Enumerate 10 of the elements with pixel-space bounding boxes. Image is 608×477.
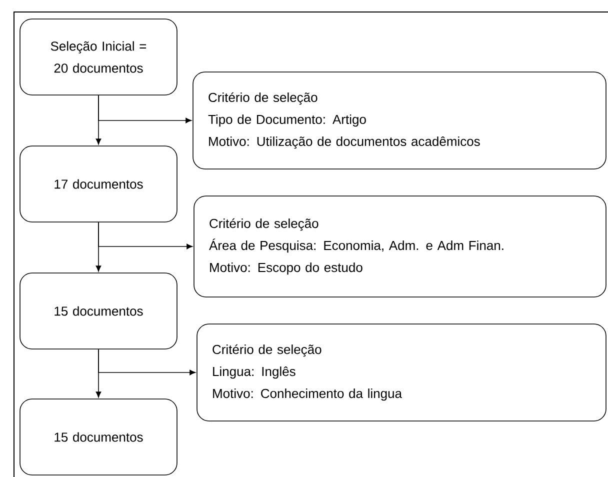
process-box: 17 documentos [20, 146, 178, 222]
process-box: 15 documentos [20, 398, 178, 476]
process-box: Seleção Inicial = 20 documentos [20, 18, 178, 96]
arrow [98, 222, 193, 250]
criteria-box: Critério de seleção Lingua: Inglês Motivo: Conhecimento da lingua [196, 324, 606, 422]
arrow [98, 349, 196, 376]
arrow [98, 95, 192, 124]
criteria-box: Critério de seleção Tipo de Documento: Artigo Motivo: Utilização de documentos acadêmicos [192, 72, 606, 170]
process-box: 15 documentos [20, 272, 178, 350]
criteria-box: Critério de seleção Área de Pesquisa: Economia, Adm. e Adm Finan. Motivo: Escopo do estudo [194, 196, 606, 298]
